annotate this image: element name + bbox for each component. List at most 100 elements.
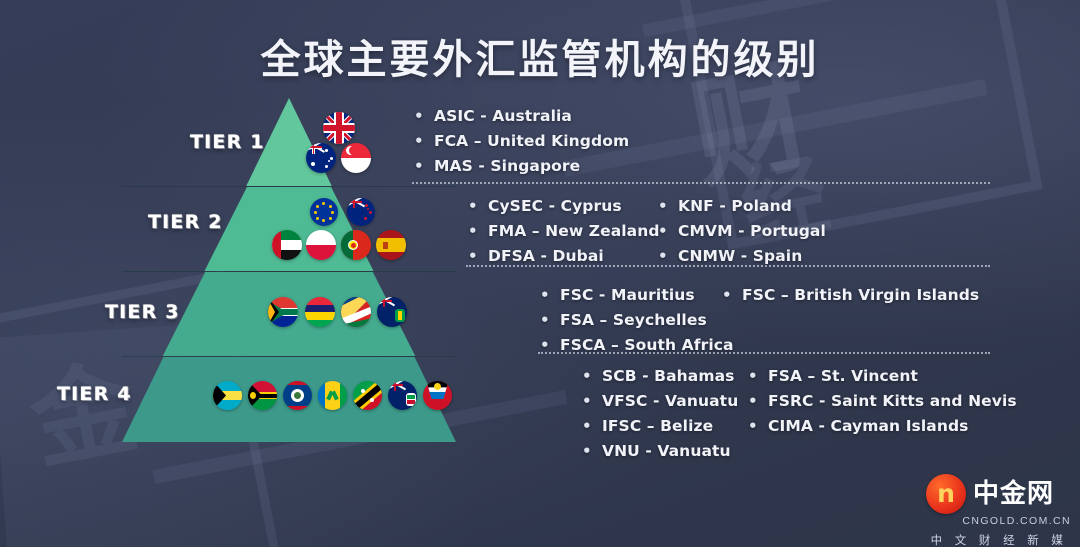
list-item: • FSC - Mauritius: [540, 283, 734, 308]
bullet-icon: •: [748, 392, 758, 410]
regulator-entry: FSC - Mauritius: [560, 286, 695, 304]
list-item: • FSCA – South Africa: [540, 333, 734, 358]
tier-2-list-right: • KNF - Poland • CMVM - Portugal • CNMW …: [658, 194, 826, 269]
flag-seychelles: [341, 297, 371, 327]
list-item: • FSRC - Saint Kitts and Nevis: [748, 389, 1017, 414]
regulator-entry: FSA – St. Vincent: [768, 367, 919, 385]
list-item: • CNMW - Spain: [658, 244, 826, 269]
list-item: • CySEC - Cyprus: [468, 194, 660, 219]
list-item: • FSA – St. Vincent: [748, 364, 1017, 389]
bullet-icon: •: [748, 417, 758, 435]
band-divider: [122, 186, 456, 187]
bullet-icon: •: [582, 392, 592, 410]
bullet-icon: •: [582, 417, 592, 435]
regulator-entry: CMVM - Portugal: [678, 222, 826, 240]
regulator-entry: FMA – New Zealand: [488, 222, 660, 240]
regulator-entry: FCA – United Kingdom: [434, 132, 630, 150]
swirl-glyph: n: [937, 479, 955, 508]
list-item: • FSA – Seychelles: [540, 308, 734, 333]
list-item: • FCA – United Kingdom: [414, 129, 629, 154]
list-item: • IFSC – Belize: [582, 414, 738, 439]
list-item: • ASIC - Australia: [414, 104, 629, 129]
site-logo[interactable]: n 中金网 CNGOLD.COM.CN 中 文 财 经 新 媒 体: [926, 474, 1072, 547]
tier-label-4: TIER 4: [57, 383, 132, 405]
bullet-icon: •: [468, 247, 478, 265]
flag-european-union: [310, 198, 338, 226]
page-title: 全球主要外汇监管机构的级别: [260, 37, 820, 83]
flag-mauritius: [305, 297, 335, 327]
tier-4-list-right: • FSA – St. Vincent • FSRC - Saint Kitts…: [748, 364, 1017, 439]
regulator-entry: VFSC - Vanuatu: [602, 392, 739, 410]
tier-divider-3: [538, 352, 990, 354]
bullet-icon: •: [658, 247, 668, 265]
logo-row: n 中金网: [926, 474, 1072, 514]
regulator-entry: FSA – Seychelles: [560, 311, 707, 329]
bullet-icon: •: [582, 442, 592, 460]
tier-label-2: TIER 2: [148, 211, 223, 233]
logo-name: 中金网: [973, 479, 1055, 509]
tier-label-3: TIER 3: [105, 301, 180, 323]
band-divider: [122, 271, 456, 272]
flag-british-virgin-islands: [377, 297, 407, 327]
tier-2-list-left: • CySEC - Cyprus • FMA – New Zealand • D…: [468, 194, 660, 269]
logo-text-block: 中金网: [973, 480, 1054, 508]
flag-poland: [306, 230, 336, 260]
bullet-icon: •: [414, 132, 424, 150]
tier-divider-2: [466, 265, 990, 267]
logo-url: CNGOLD.COM.CN: [962, 515, 1071, 527]
flag-belize: [283, 381, 312, 410]
bullet-icon: •: [582, 367, 592, 385]
list-item: • MAS - Singapore: [414, 154, 629, 179]
tier-divider-1: [412, 182, 990, 184]
flag-singapore: [341, 143, 371, 173]
regulator-entry: CySEC - Cyprus: [488, 197, 622, 215]
flag-saint-vincent: [318, 381, 347, 410]
list-item: • SCB - Bahamas: [582, 364, 738, 389]
tier-1-list: • ASIC - Australia • FCA – United Kingdo…: [414, 104, 629, 179]
tier-4-list-left: • SCB - Bahamas • VFSC - Vanuatu • IFSC …: [582, 364, 738, 464]
flag-vanuatu: [248, 381, 277, 410]
list-item: • FSC – British Virgin Islands: [722, 283, 979, 308]
regulator-entry: IFSC – Belize: [602, 417, 714, 435]
logo-slogan: 中 文 财 经 新 媒 体: [930, 533, 1068, 547]
bullet-icon: •: [722, 286, 732, 304]
regulator-entry: FSRC - Saint Kitts and Nevis: [768, 392, 1017, 410]
flag-portugal: [341, 230, 371, 260]
bullet-icon: •: [540, 336, 550, 354]
regulator-entry: ASIC - Australia: [434, 107, 572, 125]
bullet-icon: •: [468, 222, 478, 240]
bullet-icon: •: [748, 367, 758, 385]
list-item: • FMA – New Zealand: [468, 219, 660, 244]
bullet-icon: •: [414, 157, 424, 175]
flag-saint-kitts-and-nevis: [353, 381, 382, 410]
flag-south-africa: [268, 297, 298, 327]
pyramid-band-tier-1: [122, 98, 456, 186]
tier-3-list-left: • FSC - Mauritius • FSA – Seychelles • F…: [540, 283, 734, 358]
bullet-icon: •: [658, 197, 668, 215]
list-item: • CIMA - Cayman Islands: [748, 414, 1017, 439]
regulator-entry: KNF - Poland: [678, 197, 792, 215]
tier-label-1: TIER 1: [190, 131, 265, 153]
bullet-icon: •: [540, 286, 550, 304]
regulator-entry: DFSA - Dubai: [488, 247, 604, 265]
list-item: • DFSA - Dubai: [468, 244, 660, 269]
regulator-entry: FSCA – South Africa: [560, 336, 734, 354]
regulator-entry: MAS - Singapore: [434, 157, 581, 175]
band-divider: [122, 356, 456, 357]
flag-bahamas: [213, 381, 242, 410]
flag-united-kingdom: [323, 112, 355, 144]
flag-united-arab-emirates: [272, 230, 302, 260]
bullet-icon: •: [658, 222, 668, 240]
tier-3-list-right: • FSC – British Virgin Islands: [722, 283, 979, 308]
regulator-entry: CIMA - Cayman Islands: [768, 417, 969, 435]
flag-antigua: [423, 381, 452, 410]
list-item: • KNF - Poland: [658, 194, 826, 219]
regulator-entry: SCB - Bahamas: [602, 367, 735, 385]
flag-new-zealand: [347, 198, 375, 226]
cngold-mark-icon: n: [926, 474, 966, 514]
regulator-entry: CNMW - Spain: [678, 247, 803, 265]
bullet-icon: •: [414, 107, 424, 125]
bullet-icon: •: [540, 311, 550, 329]
flag-australia: [306, 143, 336, 173]
